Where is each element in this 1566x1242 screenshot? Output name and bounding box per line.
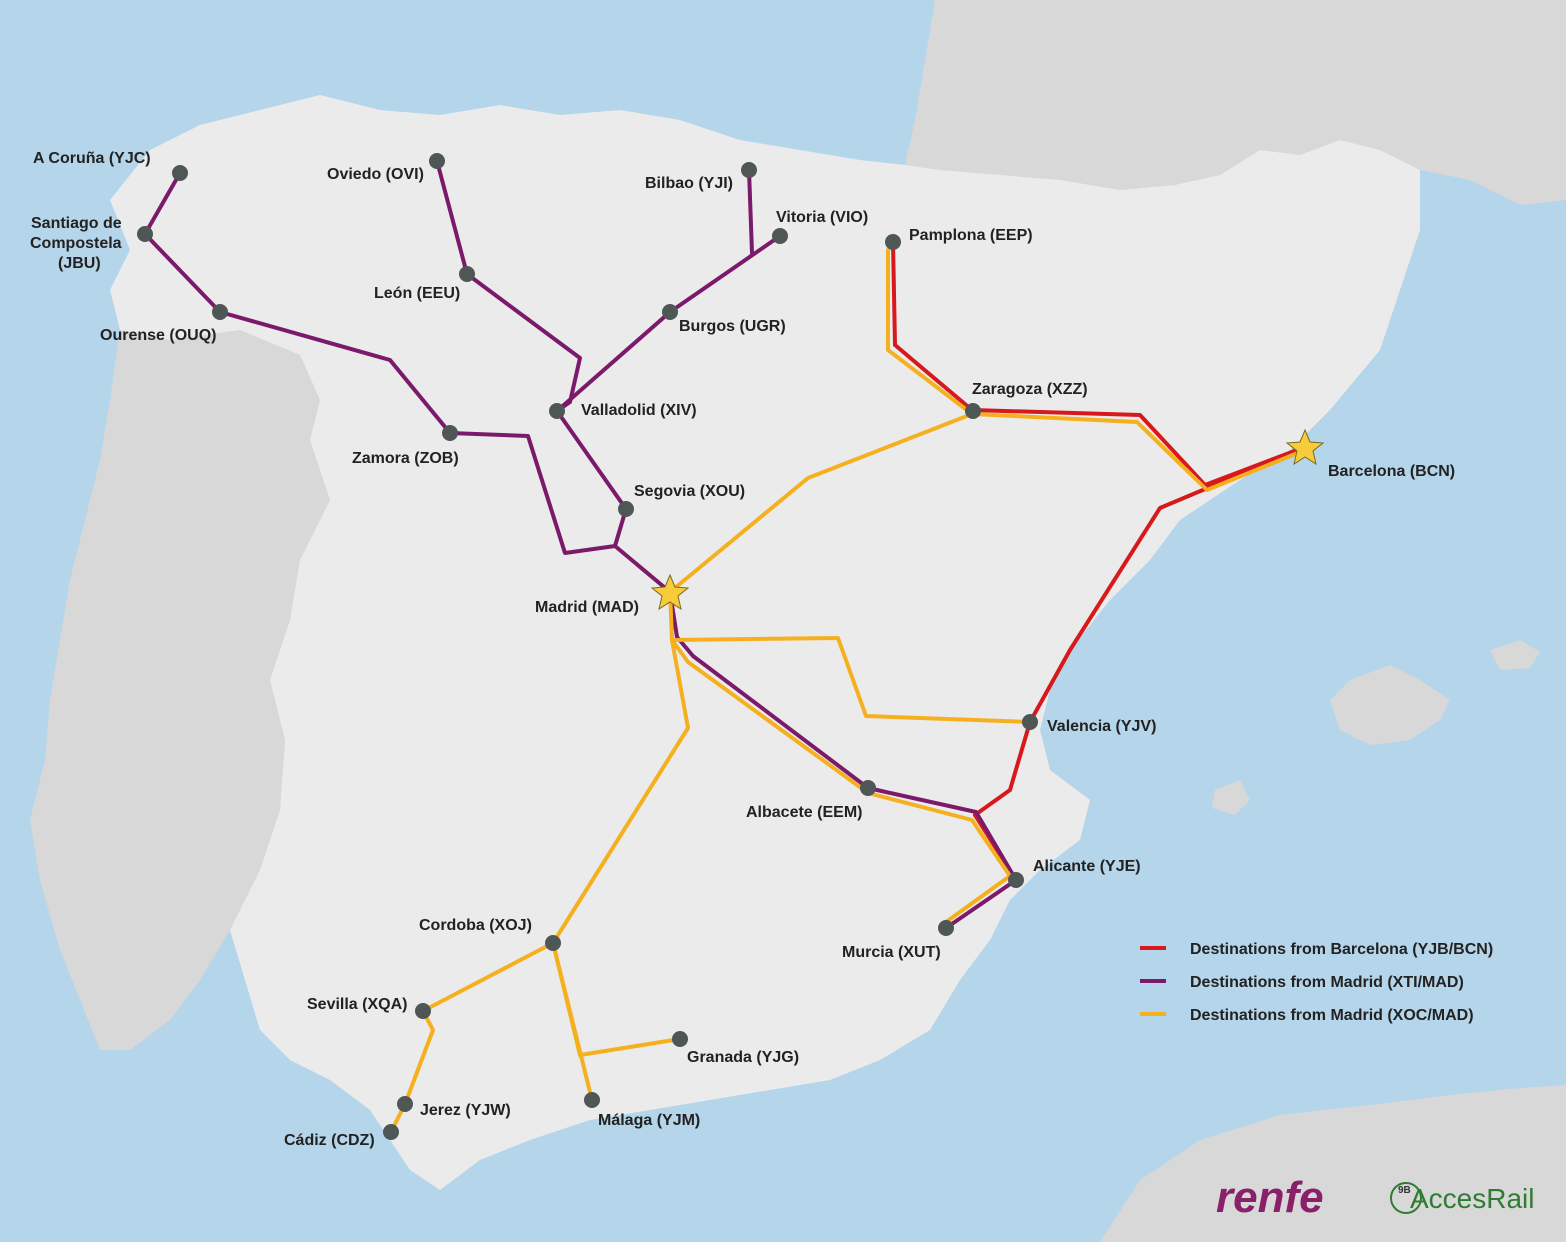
label-jerez: Jerez (YJW) (420, 1102, 511, 1119)
station-santiago[interactable] (137, 226, 153, 242)
station-jerez[interactable] (397, 1096, 413, 1112)
station-a-coruna[interactable] (172, 165, 188, 181)
station-vitoria[interactable] (772, 228, 788, 244)
mallorca-island (1330, 665, 1450, 745)
portugal-land (30, 330, 330, 1050)
label-oviedo: Oviedo (OVI) (327, 166, 424, 183)
svg-text:AccesRail: AccesRail (1410, 1183, 1534, 1214)
label-murcia: Murcia (XUT) (842, 944, 941, 961)
station-murcia[interactable] (938, 920, 954, 936)
svg-text:renfe: renfe (1216, 1173, 1324, 1222)
ibiza-island (1212, 780, 1250, 815)
renfe-logo: renfe (1216, 1173, 1324, 1222)
label-bilbao: Bilbao (YJI) (645, 175, 733, 192)
menorca-island (1490, 640, 1540, 670)
france-land (905, 0, 1566, 205)
station-alicante[interactable] (1008, 872, 1024, 888)
station-valencia[interactable] (1022, 714, 1038, 730)
legend-label-madrid-xti: Destinations from Madrid (XTI/MAD) (1190, 974, 1464, 991)
spain-land (110, 95, 1420, 1190)
madrid-hub-star-icon[interactable] (650, 573, 690, 611)
station-segovia[interactable] (618, 501, 634, 517)
label-sevilla: Sevilla (XQA) (307, 996, 407, 1013)
label-cordoba: Cordoba (XOJ) (419, 917, 532, 934)
station-leon[interactable] (459, 266, 475, 282)
label-burgos: Burgos (UGR) (679, 318, 786, 335)
label-a-coruna: A Coruña (YJC) (33, 150, 151, 167)
label-segovia: Segovia (XOU) (634, 483, 745, 500)
station-albacete[interactable] (860, 780, 876, 796)
label-vitoria: Vitoria (VIO) (776, 209, 868, 226)
label-alicante: Alicante (YJE) (1033, 858, 1141, 875)
accesrail-globe-icon (1390, 1182, 1422, 1214)
label-ourense: Ourense (OUQ) (100, 327, 216, 344)
station-sevilla[interactable] (415, 1003, 431, 1019)
barcelona-hub-star-icon[interactable] (1285, 428, 1325, 466)
label-albacete: Albacete (EEM) (746, 804, 862, 821)
label-leon: León (EEU) (374, 285, 460, 302)
label-barcelona: Barcelona (BCN) (1328, 463, 1455, 480)
label-santiago-3: (JBU) (58, 255, 101, 272)
label-valladolid: Valladolid (XIV) (581, 402, 697, 419)
accesrail-logo: 9B AccesRail (1390, 1182, 1534, 1214)
station-cordoba[interactable] (545, 935, 561, 951)
label-granada: Granada (YJG) (687, 1049, 799, 1066)
station-bilbao[interactable] (741, 162, 757, 178)
svg-text:9B: 9B (1398, 1185, 1411, 1196)
station-zaragoza[interactable] (965, 403, 981, 419)
station-zamora[interactable] (442, 425, 458, 441)
legend-label-madrid-xoc: Destinations from Madrid (XOC/MAD) (1190, 1007, 1474, 1024)
station-burgos[interactable] (662, 304, 678, 320)
routes-madrid-xoc (389, 248, 1307, 1134)
label-pamplona: Pamplona (EEP) (909, 227, 1033, 244)
label-santiago-1: Santiago de (31, 215, 122, 232)
label-malaga: Málaga (YJM) (598, 1112, 700, 1129)
label-zaragoza: Zaragoza (XZZ) (972, 381, 1088, 398)
label-madrid: Madrid (MAD) (535, 599, 639, 616)
station-nodes (137, 153, 1038, 1140)
label-santiago-2: Compostela (30, 235, 122, 252)
label-cadiz: Cádiz (CDZ) (284, 1132, 375, 1149)
city-labels: A Coruña (YJC) Santiago de Compostela (J… (30, 150, 1455, 1149)
station-oviedo[interactable] (429, 153, 445, 169)
label-zamora: Zamora (ZOB) (352, 450, 459, 467)
station-pamplona[interactable] (885, 234, 901, 250)
station-granada[interactable] (672, 1031, 688, 1047)
label-valencia: Valencia (YJV) (1047, 718, 1156, 735)
station-malaga[interactable] (584, 1092, 600, 1108)
legend-label-barcelona: Destinations from Barcelona (YJB/BCN) (1190, 941, 1493, 958)
station-valladolid[interactable] (549, 403, 565, 419)
station-ourense[interactable] (212, 304, 228, 320)
africa-land (1100, 1085, 1566, 1242)
legend: Destinations from Barcelona (YJB/BCN) De… (1140, 941, 1493, 1024)
station-cadiz[interactable] (383, 1124, 399, 1140)
